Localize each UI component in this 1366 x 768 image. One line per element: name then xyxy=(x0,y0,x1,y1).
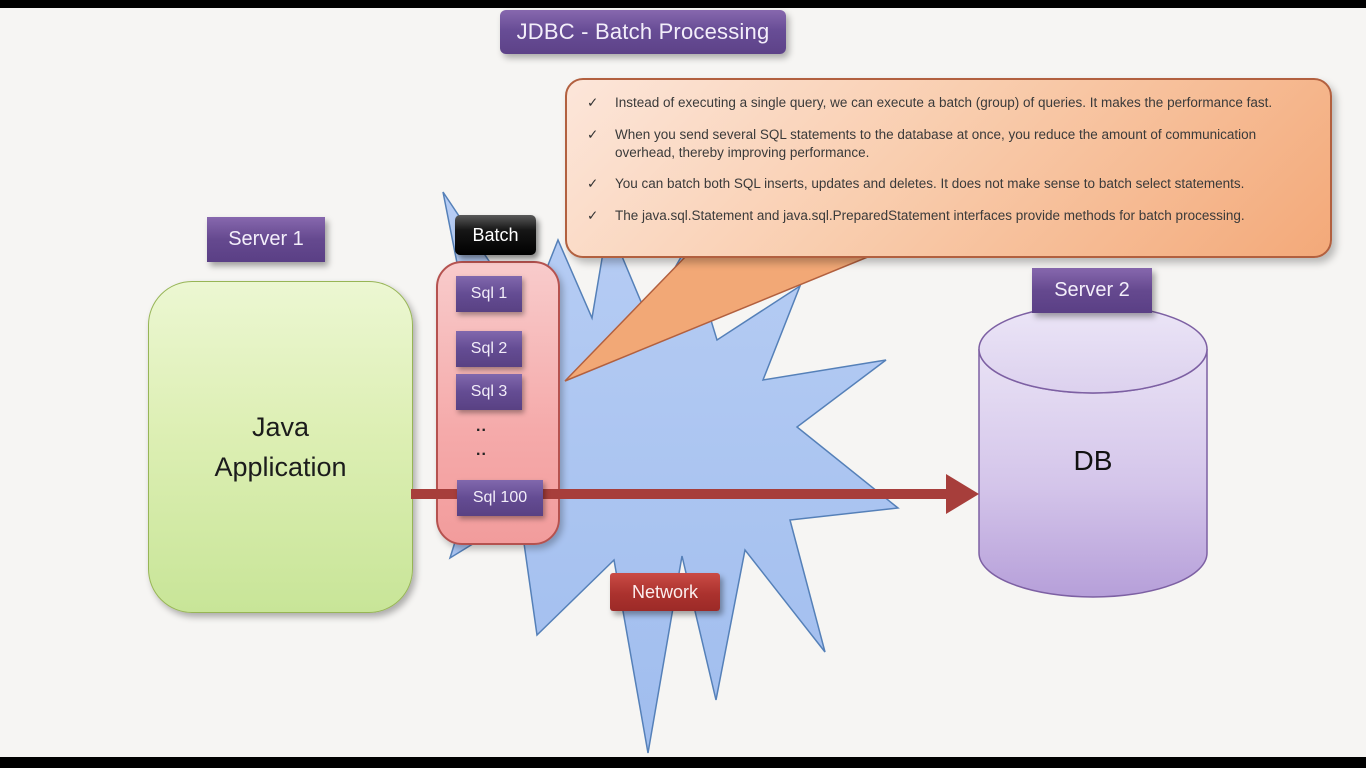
callout-bullet-text: The java.sql.Statement and java.sql.Prep… xyxy=(615,208,1245,224)
callout-bullet-text: Instead of executing a single query, we … xyxy=(615,95,1273,110)
page-title: JDBC - Batch Processing xyxy=(500,10,786,54)
callout-bullet-text: When you send several SQL statements to … xyxy=(615,126,1257,160)
db-label: DB xyxy=(1073,445,1113,476)
callout-bullet-text: You can batch both SQL inserts, updates … xyxy=(615,176,1245,192)
database-cylinder xyxy=(978,304,1208,598)
check-icon: ✓ xyxy=(587,95,599,110)
network-label-text: Network xyxy=(631,581,698,602)
callout-bullet-3: ✓ You can batch both SQL inserts, update… xyxy=(587,175,1310,193)
callout-notes: ✓ Instead of executing a single query, w… xyxy=(565,78,1332,258)
sql-item-1: Sql 1 xyxy=(456,276,522,312)
batch-ellipsis-1: .. xyxy=(476,418,487,435)
callout-bullet-2: ✓ When you send several SQL statements t… xyxy=(587,126,1310,162)
page-title-text: JDBC - Batch Processing xyxy=(516,19,770,44)
network-label: Network xyxy=(610,573,720,611)
batch-label: Batch xyxy=(455,215,536,255)
server2-label: Server 2 xyxy=(1032,268,1152,313)
server1-label-text: Server 1 xyxy=(228,228,304,250)
check-icon: ✓ xyxy=(587,176,599,192)
sql-item-text: Sql 3 xyxy=(470,383,508,400)
batch-ellipsis-2: .. xyxy=(476,442,487,459)
sql-item-3: Sql 3 xyxy=(456,374,522,410)
server2-label-text: Server 2 xyxy=(1054,279,1130,301)
java-application-box: Java Application xyxy=(148,281,413,613)
sql-item-text: Sql 1 xyxy=(470,285,508,302)
callout-bullet-1: ✓ Instead of executing a single query, w… xyxy=(587,94,1310,112)
server1-label: Server 1 xyxy=(207,217,325,262)
sql-item-text: Sql 2 xyxy=(470,340,508,357)
sql-item-100: Sql 100 xyxy=(457,480,543,516)
batch-label-text: Batch xyxy=(472,224,519,245)
java-application-label: Java Application xyxy=(214,411,347,483)
top-letterbox-bar xyxy=(0,0,1366,8)
callout-bullet-4: ✓ The java.sql.Statement and java.sql.Pr… xyxy=(587,207,1310,225)
check-icon: ✓ xyxy=(587,126,599,142)
bottom-letterbox-bar xyxy=(0,757,1366,768)
sql-item-text: Sql 100 xyxy=(472,489,528,506)
sql-item-2: Sql 2 xyxy=(456,331,522,367)
arrow-head xyxy=(946,474,979,514)
check-icon: ✓ xyxy=(587,208,599,224)
